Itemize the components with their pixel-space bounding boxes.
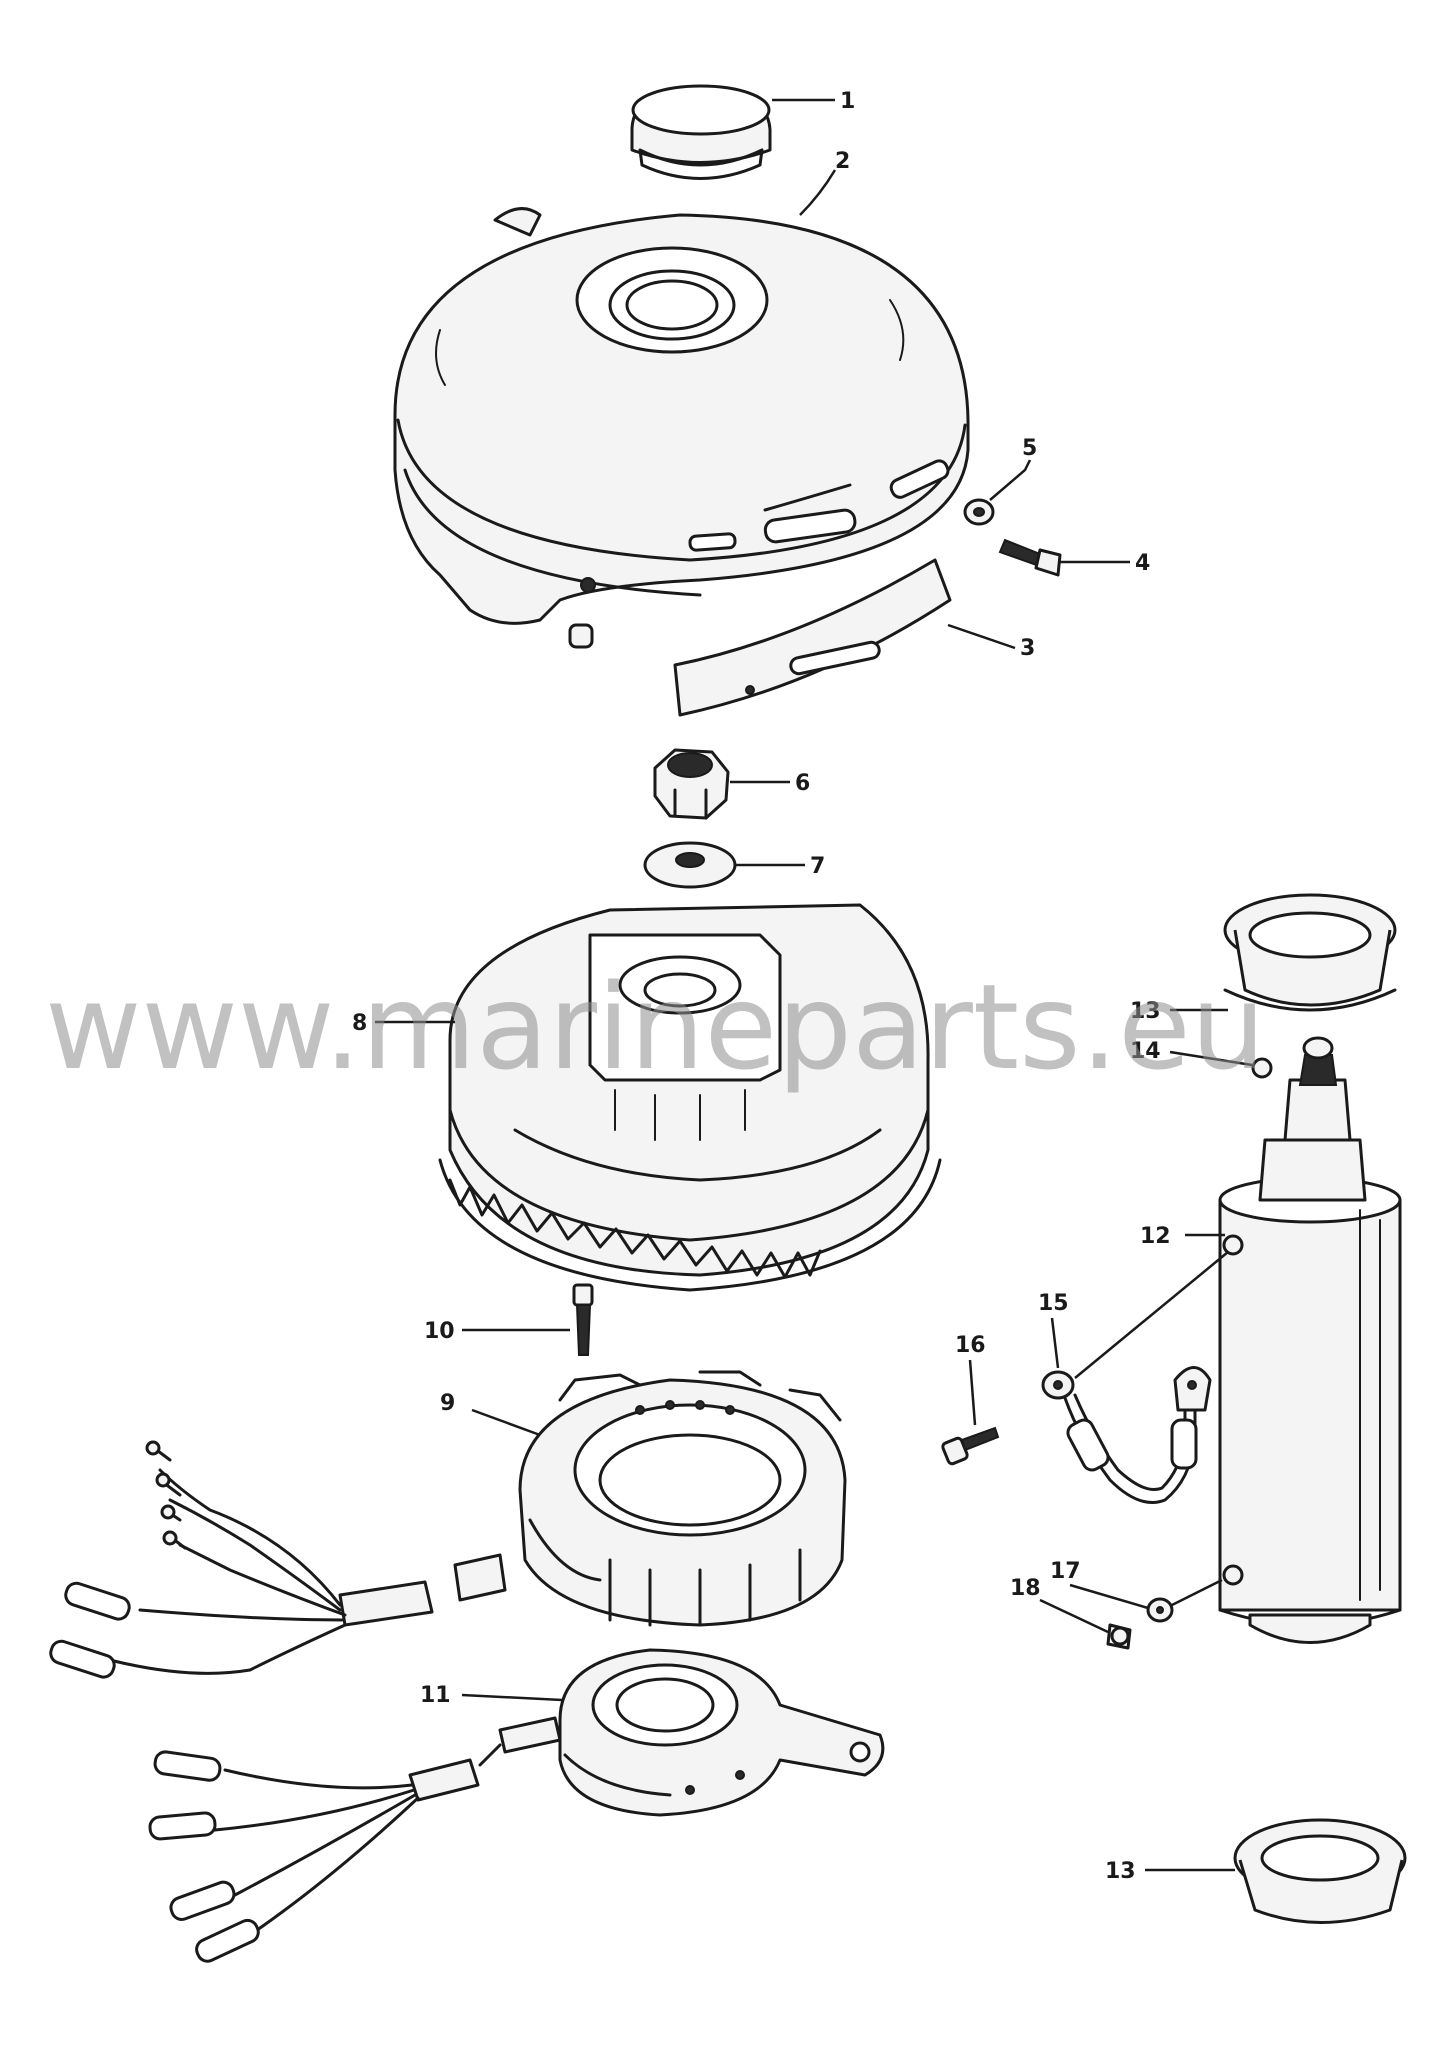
callout-1: 1: [840, 89, 855, 114]
part-18-screw: [1106, 1623, 1132, 1650]
part-8-flywheel: [438, 903, 942, 1292]
callout-13-top: 13: [1130, 999, 1161, 1024]
callout-16: 16: [955, 1333, 986, 1358]
part-7-washer: [643, 841, 737, 889]
part-16-screw: [941, 1426, 1000, 1466]
callout-8: 8: [352, 1011, 367, 1036]
part-5-washer: [963, 498, 995, 526]
part-6-nut: [653, 748, 730, 820]
part-4-screw: [998, 538, 1062, 577]
part-12-starter-motor: [1218, 1036, 1402, 1644]
callout-9: 9: [440, 1391, 455, 1416]
callout-3: 3: [1020, 636, 1035, 661]
part-9-wiring: [49, 1440, 434, 1679]
part-15-ground-cable: [1041, 1366, 1212, 1504]
callout-12: 12: [1140, 1224, 1171, 1249]
callout-18: 18: [1010, 1576, 1041, 1601]
callout-13-bottom: 13: [1105, 1859, 1136, 1884]
part-11-trigger: [558, 1648, 885, 1817]
callout-2: 2: [835, 149, 850, 174]
part-13-boot-top: [1223, 893, 1397, 1012]
callout-17: 17: [1050, 1559, 1081, 1584]
part-10-bolt: [572, 1283, 594, 1356]
part-13-boot-bottom: [1233, 1818, 1407, 1924]
leader-lines: [375, 98, 1253, 1872]
callout-labels: 1 2 3 4 5 6 7 8 9 10 11 12 13 13 14 15 1…: [352, 89, 1171, 1884]
callout-14: 14: [1130, 1039, 1161, 1064]
callout-15: 15: [1038, 1291, 1069, 1316]
callout-11: 11: [420, 1683, 451, 1708]
callout-5: 5: [1022, 436, 1037, 461]
callout-6: 6: [795, 771, 810, 796]
callout-7: 7: [810, 854, 825, 879]
watermark-text: www.marineparts.eu: [45, 958, 1266, 1096]
part-2-flywheel-cover: [393, 207, 970, 649]
part-1-cap: [630, 84, 772, 180]
part-14-nut: [1251, 1057, 1273, 1079]
callout-10: 10: [424, 1319, 455, 1344]
part-11-wiring: [148, 1716, 562, 1963]
part-9-stator: [453, 1370, 847, 1627]
part-17-washer: [1146, 1597, 1174, 1623]
callout-4: 4: [1135, 551, 1150, 576]
part-3-plate: [673, 558, 952, 717]
